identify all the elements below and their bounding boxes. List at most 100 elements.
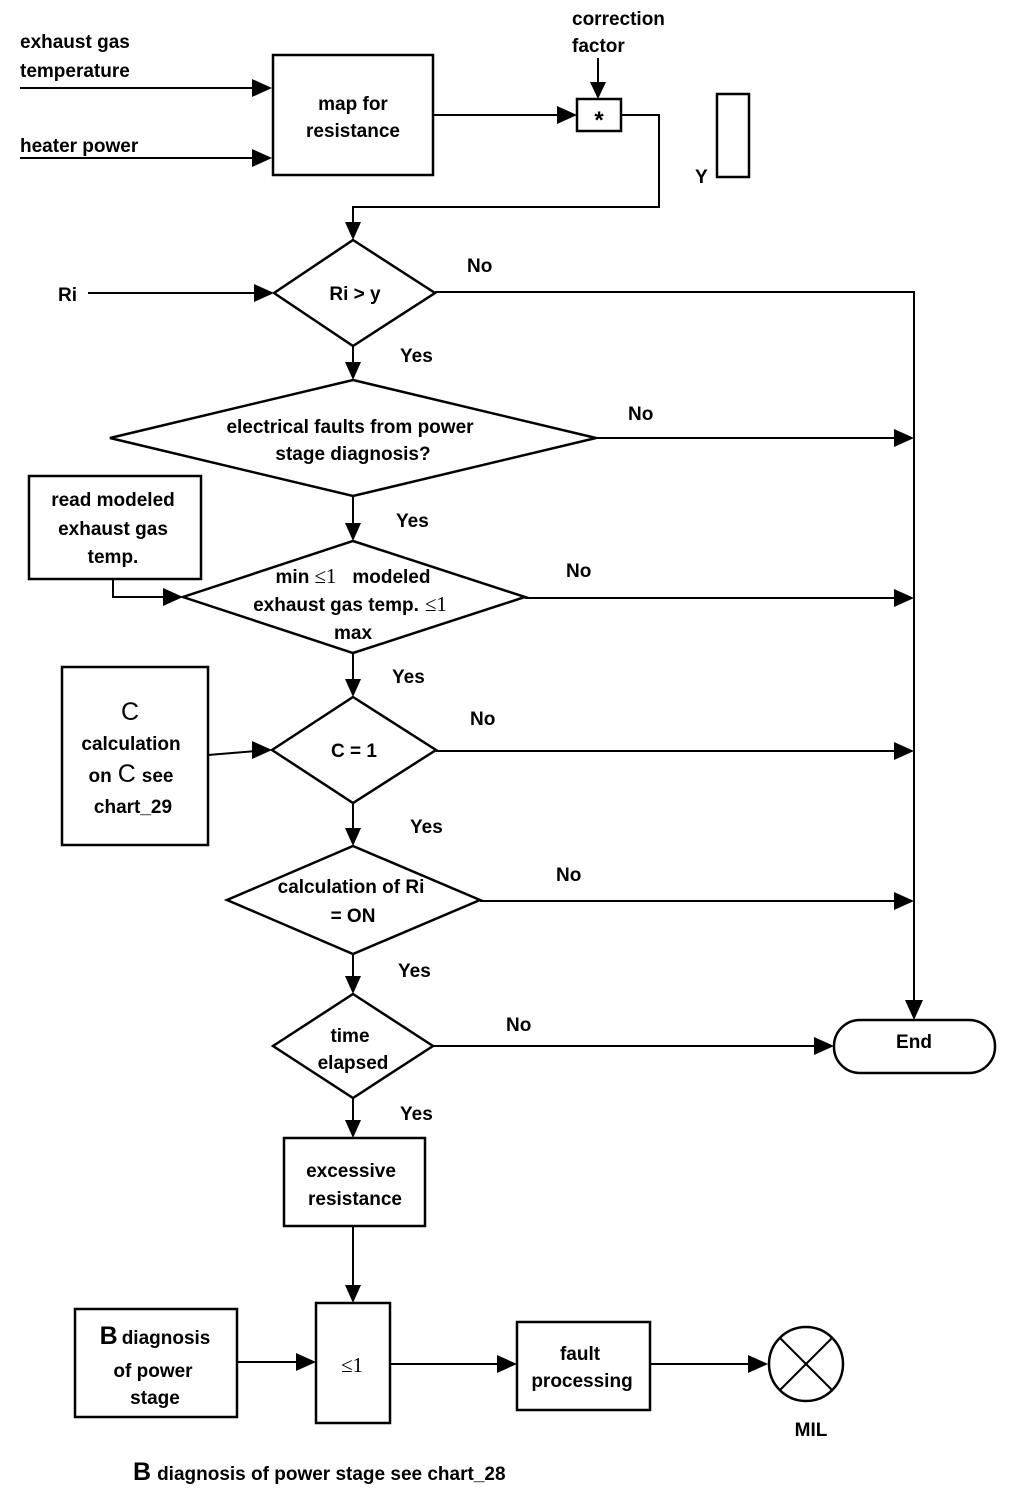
arrowhead (296, 1353, 316, 1371)
arrowhead (345, 1120, 361, 1138)
y-box (715, 92, 751, 179)
arrowhead (345, 523, 361, 541)
read-modeled-temp-box (27, 474, 203, 581)
min-text: min (276, 567, 310, 588)
arrowhead (894, 589, 914, 607)
arrowhead (345, 362, 361, 380)
ri-input-label: Ri (58, 285, 77, 306)
c-calc-to-decision-line (207, 750, 257, 756)
modeled-text: modeled (352, 567, 430, 588)
see-text: see (142, 766, 174, 787)
arrowhead (748, 1355, 768, 1373)
end-label: End (896, 1032, 932, 1053)
footnote-text: diagnosis of power stage see chart_28 (157, 1464, 505, 1485)
arrowhead (345, 976, 361, 994)
no-label: No (566, 561, 591, 582)
arrowhead (894, 742, 914, 760)
b-diagnosis-label-2: of power (113, 1361, 193, 1382)
or-gate-label: ≤1 (341, 1353, 363, 1377)
excessive-label-2: resistance (308, 1189, 402, 1210)
input-exhaust-gas-temp-label-2: temperature (20, 61, 130, 82)
no-path-ri (435, 291, 915, 1003)
map-label-1: map for (318, 94, 388, 115)
decision-electrical-label-2: stage diagnosis? (275, 444, 430, 465)
arrowhead (345, 828, 361, 846)
yes-label: Yes (400, 1104, 433, 1125)
arrowhead (814, 1037, 834, 1055)
decision-time-label-1: time (330, 1026, 369, 1047)
arrowhead (894, 892, 914, 910)
decision-time-label-2: elapsed (318, 1053, 389, 1074)
c-calc-label-3: chart_29 (94, 797, 172, 818)
arrowhead (254, 284, 274, 302)
arrowhead (905, 1000, 923, 1020)
end-terminator (832, 1018, 997, 1075)
y-label: Y (695, 167, 708, 188)
arrowhead (590, 82, 606, 99)
decision-range-line-3: max (334, 623, 372, 644)
decision-calc-ri-label-2: = ON (331, 906, 376, 927)
arrowhead (252, 741, 272, 759)
excessive-label-1: excessive (306, 1161, 396, 1182)
decision-calc-ri-label-1: calculation of Ri (278, 877, 425, 898)
correction-factor-label-2: factor (572, 36, 625, 57)
yes-label: Yes (392, 667, 425, 688)
no-label: No (467, 256, 492, 277)
yes-label: Yes (410, 817, 443, 838)
c-calculation-box (60, 665, 210, 847)
decision-electrical-label-1: electrical faults from power (226, 417, 474, 438)
arrowhead (252, 149, 272, 167)
no-label: No (628, 404, 653, 425)
b-diagnosis-label-3: stage (130, 1388, 180, 1409)
read-modeled-to-decision-line (112, 579, 166, 598)
input-exhaust-gas-temp-label-1: exhaust gas (20, 32, 130, 53)
multiply-label: * (594, 107, 604, 134)
c-calc-label-1: calculation (81, 734, 180, 755)
correction-factor-label-1: correction (572, 9, 665, 30)
input-heater-power-label: heater power (20, 136, 139, 157)
arrowhead (894, 429, 914, 447)
mil-lamp-cross (779, 1337, 833, 1391)
decision-ri-gt-y-label: Ri > y (329, 284, 381, 305)
arrowhead (345, 679, 361, 697)
arrowhead (497, 1355, 517, 1373)
arrowhead (345, 1285, 361, 1303)
read-modeled-label-2: exhaust gas (58, 519, 168, 540)
no-label: No (470, 709, 495, 730)
read-modeled-label-3: temp. (88, 547, 139, 568)
multiply-box (575, 97, 623, 133)
fault-processing-box (515, 1320, 652, 1412)
map-label-2: resistance (306, 121, 400, 142)
fault-label-2: processing (531, 1371, 632, 1392)
mil-label: MIL (795, 1420, 828, 1441)
le-or-1-symbol: ≤1 (314, 564, 336, 588)
c-calc-symbol: C (121, 698, 139, 726)
arrowhead (163, 588, 183, 606)
arrowhead (252, 79, 272, 97)
decision-range-line-2: exhaust gas temp.≤1 (253, 592, 447, 616)
decision-c-eq-1-label: C = 1 (331, 741, 377, 762)
decision-range-line-1: min≤1 modeled (276, 564, 431, 588)
b-symbol: B (100, 1322, 118, 1350)
excessive-resistance-box (282, 1136, 427, 1228)
on-text: on (89, 766, 112, 787)
decision-calculation-of-ri (223, 844, 484, 956)
arrowhead (345, 222, 361, 240)
fault-label-1: fault (560, 1344, 601, 1365)
arrowhead (557, 106, 577, 124)
diagnosis-text: diagnosis (122, 1328, 211, 1349)
no-label: No (556, 865, 581, 886)
map-for-resistance-box (271, 53, 435, 177)
exhaust-gas-temp-text: exhaust gas temp. (253, 595, 419, 616)
c-symbol-inline: C (118, 760, 136, 788)
footnote-b-symbol: B (133, 1458, 151, 1486)
no-label: No (506, 1015, 531, 1036)
read-modeled-label-1: read modeled (51, 490, 175, 511)
yes-label: Yes (398, 961, 431, 982)
yes-label: Yes (400, 346, 433, 367)
yes-label: Yes (396, 511, 429, 532)
